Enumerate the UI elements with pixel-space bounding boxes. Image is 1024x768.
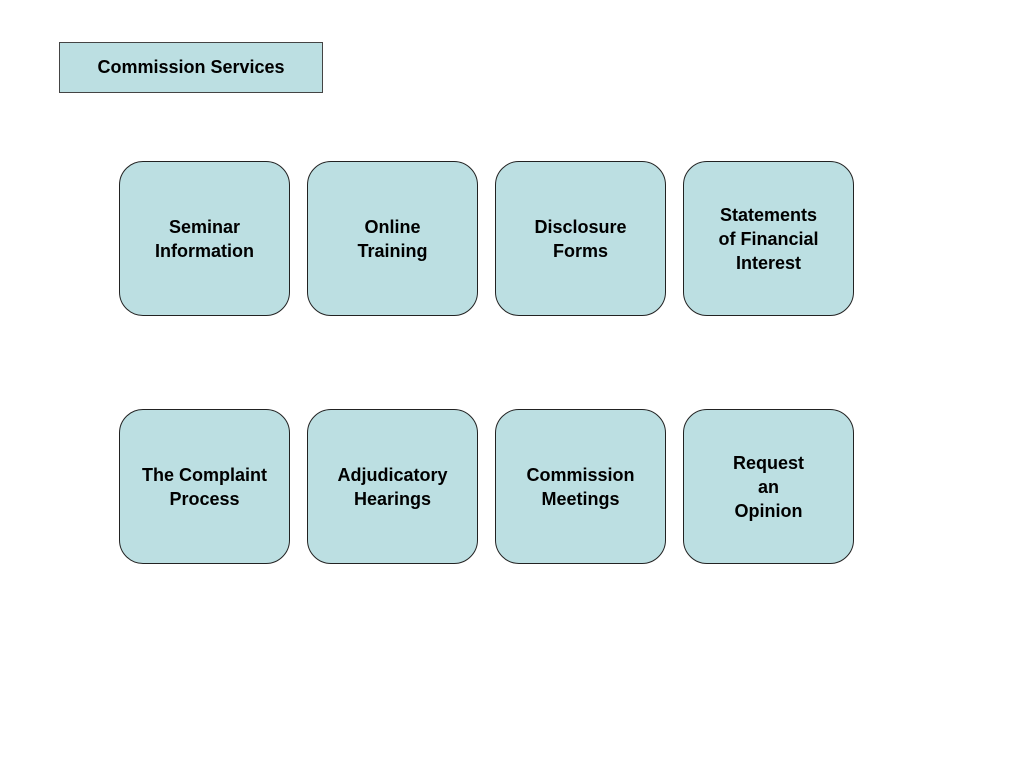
tile-statements-of-financial-interest[interactable]: Statements of Financial Interest xyxy=(683,161,854,316)
tile-disclosure-forms[interactable]: Disclosure Forms xyxy=(495,161,666,316)
tile-seminar-information[interactable]: Seminar Information xyxy=(119,161,290,316)
tile-label: The Complaint Process xyxy=(142,464,267,509)
tile-request-an-opinion[interactable]: Request an Opinion xyxy=(683,409,854,564)
tile-label: Disclosure Forms xyxy=(534,216,627,261)
tile-online-training[interactable]: Online Training xyxy=(307,161,478,316)
tile-label: Seminar Information xyxy=(155,216,254,261)
tile-label: Commission Meetings xyxy=(526,464,635,509)
tile-label: Online Training xyxy=(357,216,428,261)
services-grid: Seminar Information Online Training Disc… xyxy=(119,161,854,564)
tile-label: Statements of Financial Interest xyxy=(718,204,819,273)
page-title: Commission Services xyxy=(59,42,323,93)
tile-label: Request an Opinion xyxy=(732,452,804,521)
tile-commission-meetings[interactable]: Commission Meetings xyxy=(495,409,666,564)
tile-adjudicatory-hearings[interactable]: Adjudicatory Hearings xyxy=(307,409,478,564)
tile-label: Adjudicatory Hearings xyxy=(337,464,448,509)
tile-complaint-process[interactable]: The Complaint Process xyxy=(119,409,290,564)
